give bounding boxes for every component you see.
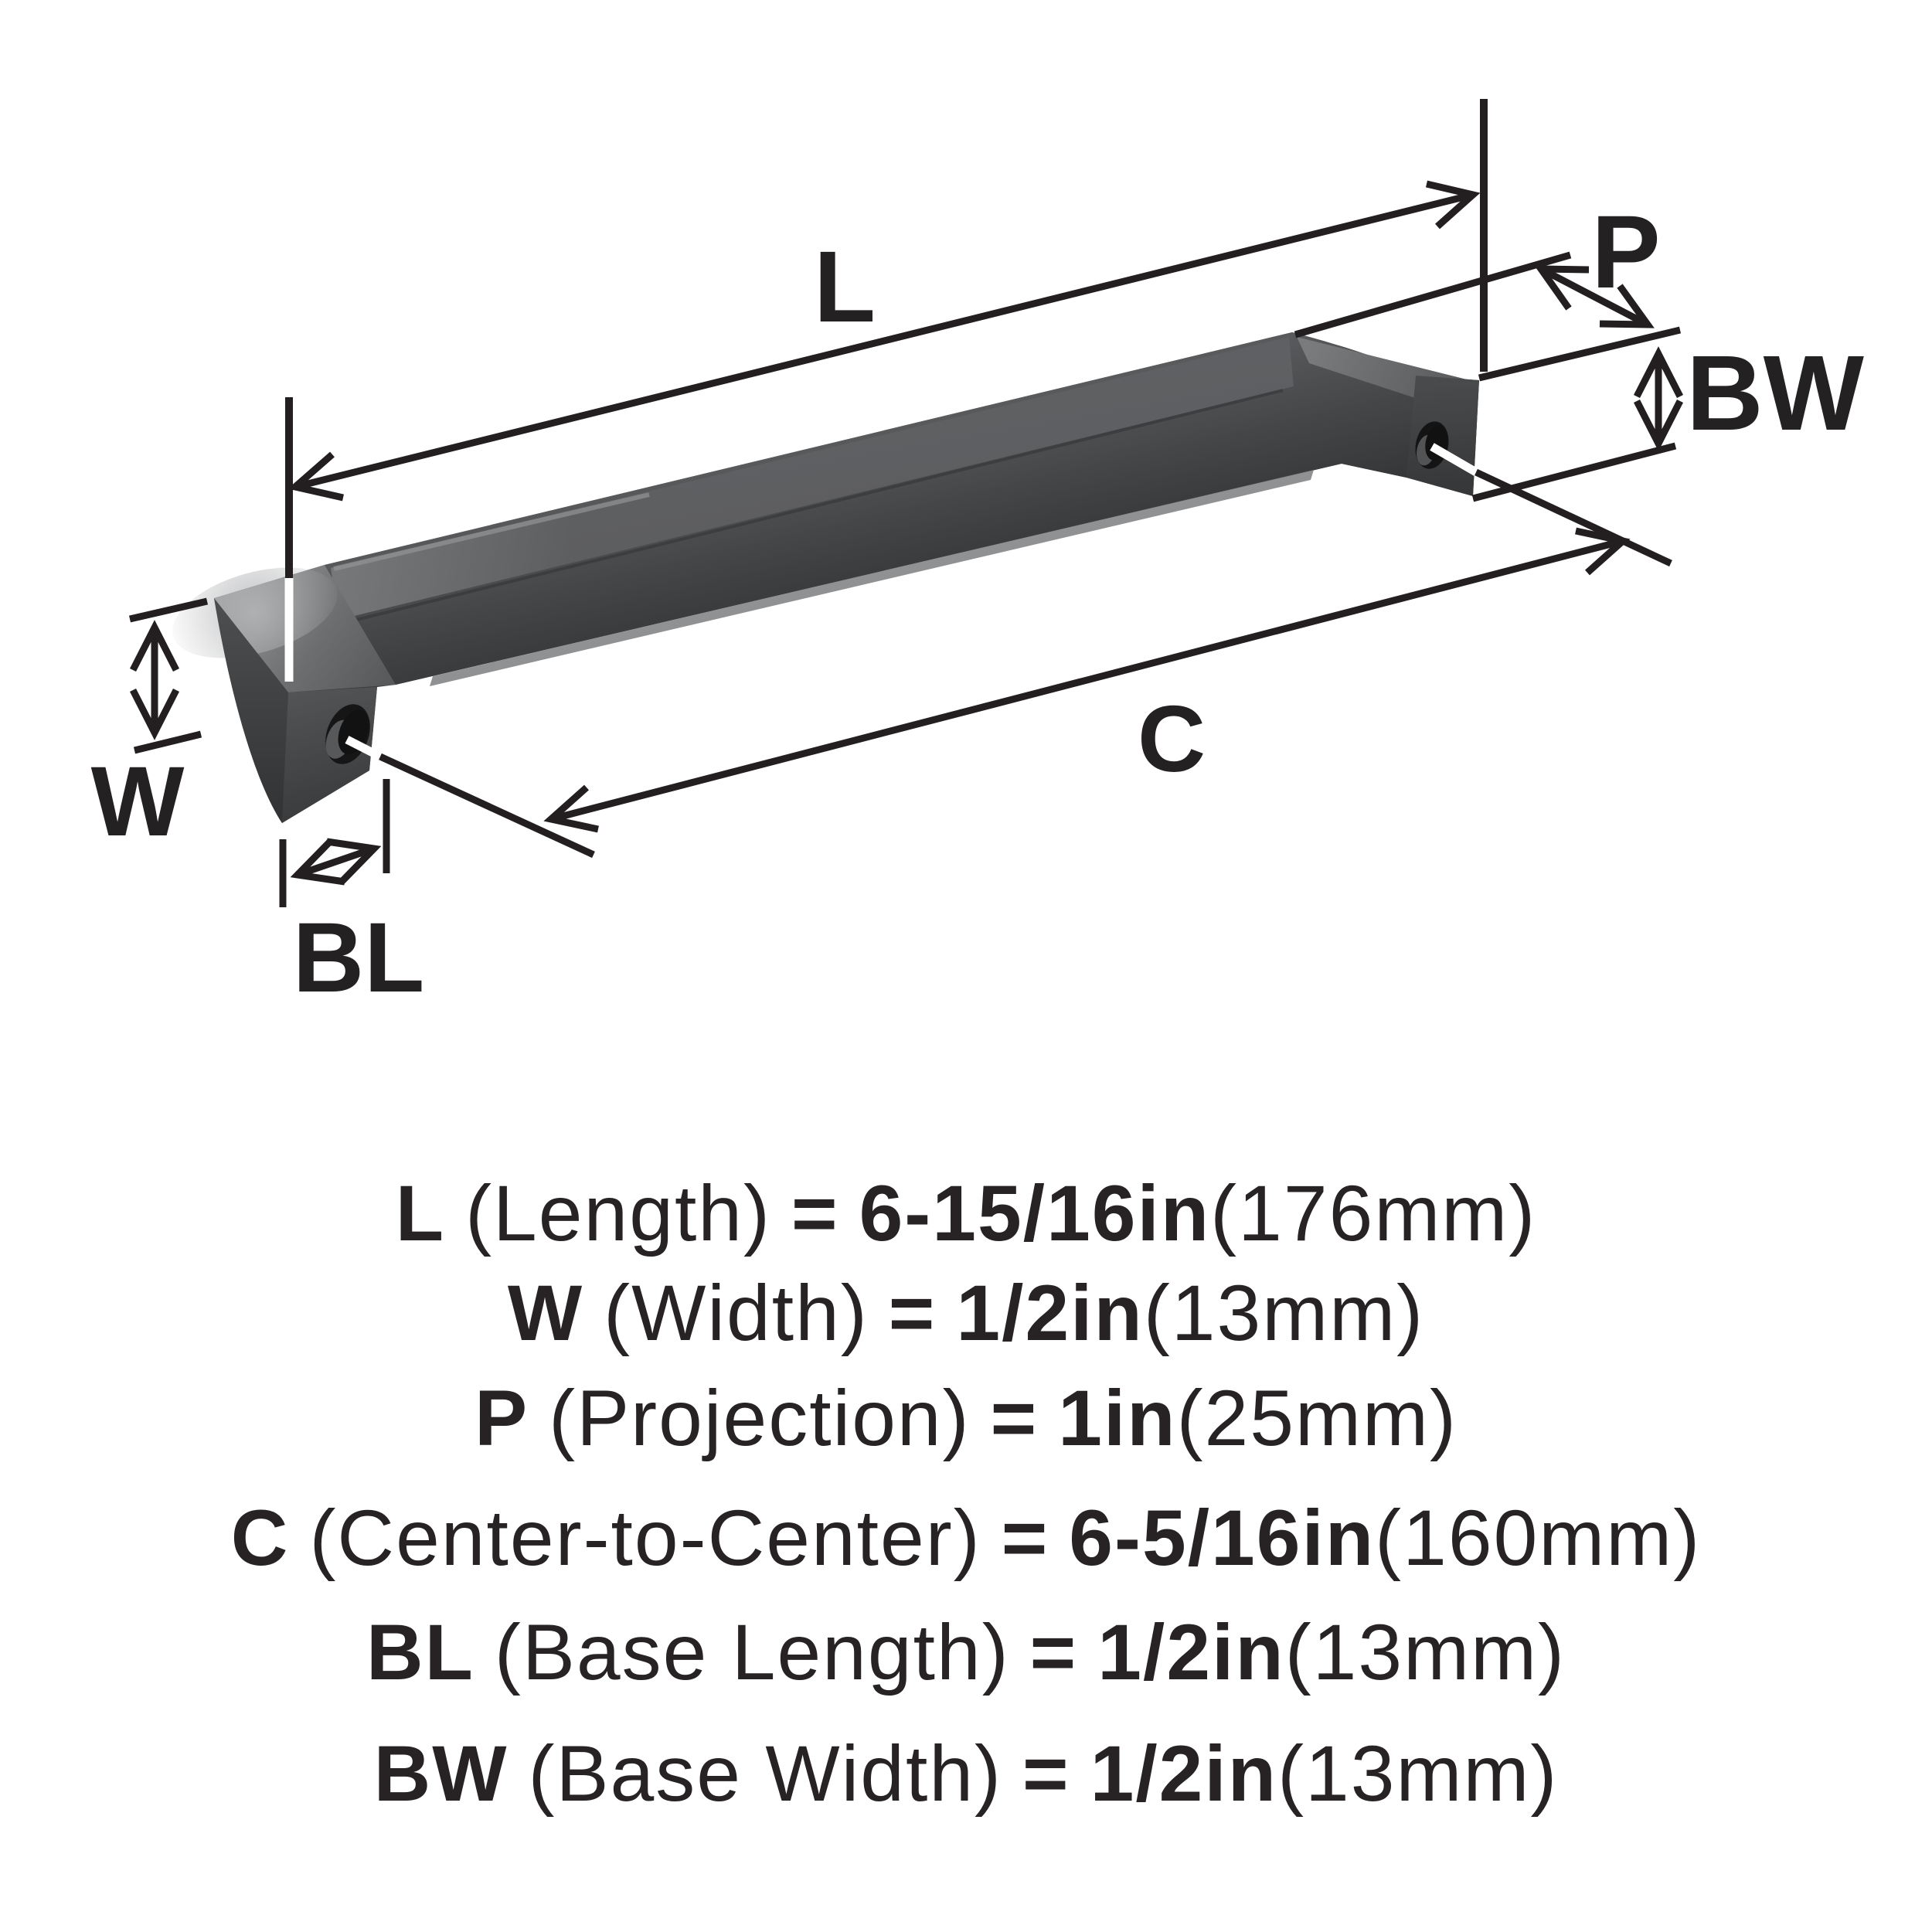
spec-line-length: L(Length)=6-15/16in(176mm) [0,1167,1932,1260]
spec-equals: = [791,1169,839,1257]
label-p: P [1591,195,1660,310]
spec-value: 1/2in [956,1269,1144,1357]
c-arrowhead-left [543,784,599,833]
spec-equals: = [888,1269,937,1357]
spec-value: 1in [1058,1374,1177,1462]
bw-extension-bottom [1471,442,1677,502]
spec-metric: (13mm) [1284,1608,1566,1696]
dimension-labels: L P BW W C BL [91,195,1865,1013]
label-l: L [814,230,876,343]
spec-line-projection: P(Projection)=1in(25mm) [0,1372,1932,1464]
l-arrowhead-left [287,451,344,502]
spec-line-width: W(Width)=1/2in(13mm) [0,1267,1932,1359]
spec-name: (Base Length) [494,1608,1010,1696]
w-arrowhead-bottom [129,688,180,740]
w-tick-bottom [133,730,202,754]
p-dimension [1294,251,1682,382]
cabinet-pull-handle [172,332,1479,823]
spec-value: 6-15/16in [859,1169,1211,1257]
bl-arrowhead-left [290,838,345,886]
c-extension-left-over-hole [345,736,383,760]
c-extension-left [379,753,595,859]
c-extension-right-over-hole [1430,443,1478,476]
bl-dimension-line [296,845,376,879]
spec-name: (Projection) [549,1374,971,1462]
spec-line-base-length: BL(Base Length)=1/2in(13mm) [0,1606,1932,1699]
spec-label: BW [373,1730,509,1818]
label-w: W [91,747,185,857]
spec-name: (Length) [465,1169,771,1257]
c-dimension-line [549,537,1624,823]
bw-arrowhead-top [1633,346,1684,399]
c-extension-right [1475,468,1672,567]
spec-line-base-width: BW(Base Width)=1/2in(13mm) [0,1727,1932,1820]
label-c: C [1138,686,1206,791]
spec-metric: (25mm) [1176,1374,1458,1462]
p-extension-lower [1478,326,1682,382]
spec-value: 1/2in [1090,1730,1278,1818]
bl-dimension [279,779,390,907]
spec-metric: (176mm) [1210,1169,1537,1257]
bw-dimension [1471,346,1684,502]
spec-line-center-to-center: C(Center-to-Center)=6-5/16in(160mm) [0,1492,1932,1584]
handle-bar-top-bevel [331,337,1294,620]
spec-equals: = [990,1374,1039,1462]
l-arrowhead-right [1425,180,1481,230]
p-extension-upper [1294,251,1572,338]
p-dimension-line [1539,266,1650,328]
spec-metric: (13mm) [1143,1269,1425,1357]
label-bl: BL [293,903,425,1013]
spec-metric: (13mm) [1277,1730,1559,1818]
spec-name: (Center-to-Center) [309,1494,981,1582]
bl-arrowhead-right [326,838,382,886]
spec-label: P [474,1374,529,1462]
spec-label: W [507,1269,584,1357]
spec-equals: = [1001,1494,1049,1582]
spec-name: (Base Width) [528,1730,1003,1818]
w-tick-top [128,597,209,623]
spec-value: 6-5/16in [1069,1494,1376,1582]
spec-name: (Width) [604,1269,869,1357]
bw-arrowhead-bottom [1633,399,1684,451]
l-dimension-line [294,191,1475,491]
p-arrowhead-left [1534,265,1590,311]
left-foot-highlight [172,567,338,658]
label-bw: BW [1686,334,1865,453]
p-arrowhead-right [1599,284,1655,328]
c-arrowhead-right [1575,527,1631,576]
l-dimension [284,99,1488,682]
spec-value: 1/2in [1097,1608,1285,1696]
w-dimension [128,597,209,754]
handle-bar-crease [343,389,1284,624]
spec-label: BL [366,1608,474,1696]
handle-bar-bottom-edge-light [430,470,1314,686]
left-foot-front-face [214,598,288,823]
dimension-lines [128,99,1684,907]
spec-metric: (160mm) [1375,1494,1702,1582]
spec-label: L [395,1169,446,1257]
spec-equals: = [1029,1608,1078,1696]
handle-bar-top-highlight [333,492,650,571]
w-arrowhead-top [129,620,180,672]
spec-equals: = [1022,1730,1070,1818]
spec-label: C [230,1494,290,1582]
